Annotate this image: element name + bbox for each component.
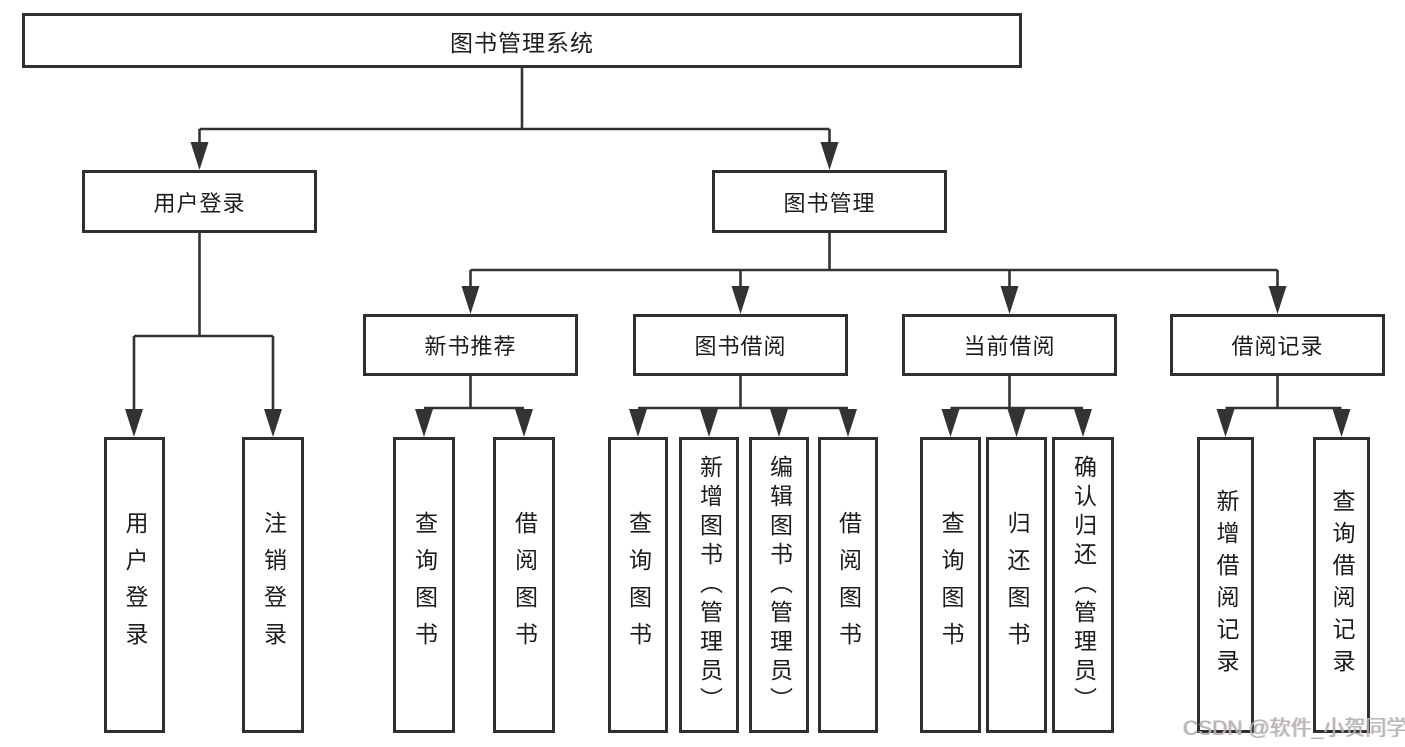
leaf-current-confirm-return-admin: 确认归还（管理员） bbox=[1052, 437, 1114, 733]
node-current-borrowing: 当前借阅 bbox=[902, 314, 1117, 376]
node-new-book-recommend-label: 新书推荐 bbox=[424, 334, 517, 359]
leaf-current-return-books: 归还图书 bbox=[986, 437, 1047, 733]
leaf-borrowing-borrow-books-label: 借阅图书 bbox=[835, 511, 862, 659]
node-library-management-system-label: 图书管理系统 bbox=[450, 29, 594, 56]
leaf-logout: 注销登录 bbox=[242, 437, 304, 733]
leaf-records-add-record: 新增借阅记录 bbox=[1197, 437, 1254, 733]
leaf-borrowing-borrow-books: 借阅图书 bbox=[818, 437, 878, 733]
node-user-login-label: 用户登录 bbox=[153, 190, 246, 216]
csdn-watermark: CSDN @软件_小贺同学 bbox=[1183, 717, 1405, 740]
leaf-borrowing-edit-books-admin-label: 编辑图书（管理员） bbox=[766, 454, 793, 716]
leaf-borrowing-add-books-admin-label: 新增图书（管理员） bbox=[696, 454, 723, 716]
node-borrowing-records-label: 借阅记录 bbox=[1231, 334, 1324, 359]
node-book-borrowing: 图书借阅 bbox=[633, 314, 848, 376]
leaf-user-login: 用户登录 bbox=[104, 437, 165, 733]
leaf-current-query-books: 查询图书 bbox=[920, 437, 981, 733]
node-book-management: 图书管理 bbox=[712, 170, 947, 233]
node-library-management-system: 图书管理系统 bbox=[22, 13, 1022, 68]
leaf-borrowing-query-books-label: 查询图书 bbox=[625, 511, 652, 659]
leaf-logout-label: 注销登录 bbox=[260, 511, 287, 659]
leaf-borrowing-query-books: 查询图书 bbox=[608, 437, 668, 733]
leaf-records-query-record: 查询借阅记录 bbox=[1313, 437, 1370, 733]
leaf-recommend-borrow-books-label: 借阅图书 bbox=[511, 511, 538, 659]
leaf-current-query-books-label: 查询图书 bbox=[938, 511, 964, 659]
leaf-records-query-record-label: 查询借阅记录 bbox=[1329, 489, 1355, 681]
leaf-recommend-borrow-books: 借阅图书 bbox=[493, 437, 555, 733]
node-book-management-label: 图书管理 bbox=[783, 190, 876, 216]
leaf-recommend-query-books-label: 查询图书 bbox=[411, 511, 438, 659]
node-new-book-recommend: 新书推荐 bbox=[363, 314, 578, 376]
node-current-borrowing-label: 当前借阅 bbox=[963, 334, 1056, 359]
leaf-user-login-label: 用户登录 bbox=[122, 511, 148, 659]
leaf-recommend-query-books: 查询图书 bbox=[393, 437, 455, 733]
leaf-records-add-record-label: 新增借阅记录 bbox=[1213, 489, 1239, 681]
leaf-current-confirm-return-admin-label: 确认归还（管理员） bbox=[1070, 454, 1097, 716]
node-book-borrowing-label: 图书借阅 bbox=[694, 334, 787, 359]
leaf-borrowing-add-books-admin: 新增图书（管理员） bbox=[679, 437, 739, 733]
leaf-current-return-books-label: 归还图书 bbox=[1004, 511, 1030, 659]
node-user-login: 用户登录 bbox=[82, 170, 317, 233]
leaf-borrowing-edit-books-admin: 编辑图书（管理员） bbox=[749, 437, 809, 733]
node-borrowing-records: 借阅记录 bbox=[1170, 314, 1385, 376]
